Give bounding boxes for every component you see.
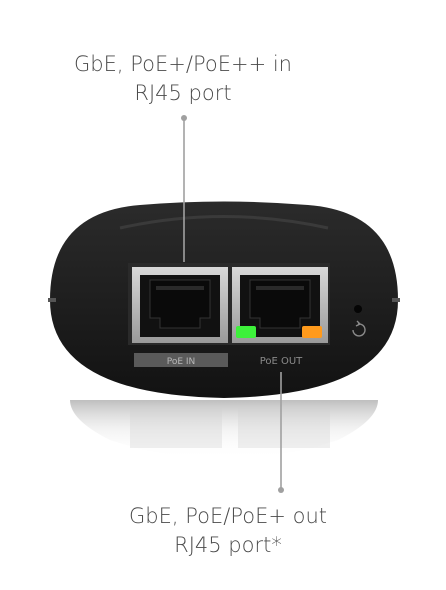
- top-callout-line1: GbE, PoE+/PoE++ in: [74, 52, 292, 76]
- poe-led: [302, 326, 322, 338]
- device-reflection: [70, 400, 378, 459]
- reflection-port-right: [238, 408, 330, 448]
- poe-in-label: PoE IN: [167, 357, 196, 367]
- bottom-callout: GbE, PoE/PoE+ out RJ45 port*: [58, 502, 398, 560]
- top-callout-line2: RJ45 port: [134, 81, 232, 105]
- poe-out-label: PoE OUT: [260, 356, 303, 367]
- poe-in-label-strip: [134, 353, 228, 367]
- reflection-port-left: [130, 408, 222, 448]
- device-top-rim: [119, 215, 329, 230]
- link-led: [236, 326, 256, 338]
- side-seam-right: [392, 298, 400, 302]
- bottom-callout-line2: RJ45 port*: [174, 533, 282, 557]
- bottom-callout-line1: GbE, PoE/PoE+ out: [128, 504, 328, 528]
- top-leader-dot: [181, 115, 187, 121]
- side-seam-left: [48, 298, 56, 302]
- top-callout: GbE, PoE+/PoE++ in RJ45 port: [0, 50, 406, 108]
- status-hole: [354, 305, 362, 313]
- bottom-leader-dot: [278, 487, 284, 493]
- reset-icon: [352, 320, 366, 337]
